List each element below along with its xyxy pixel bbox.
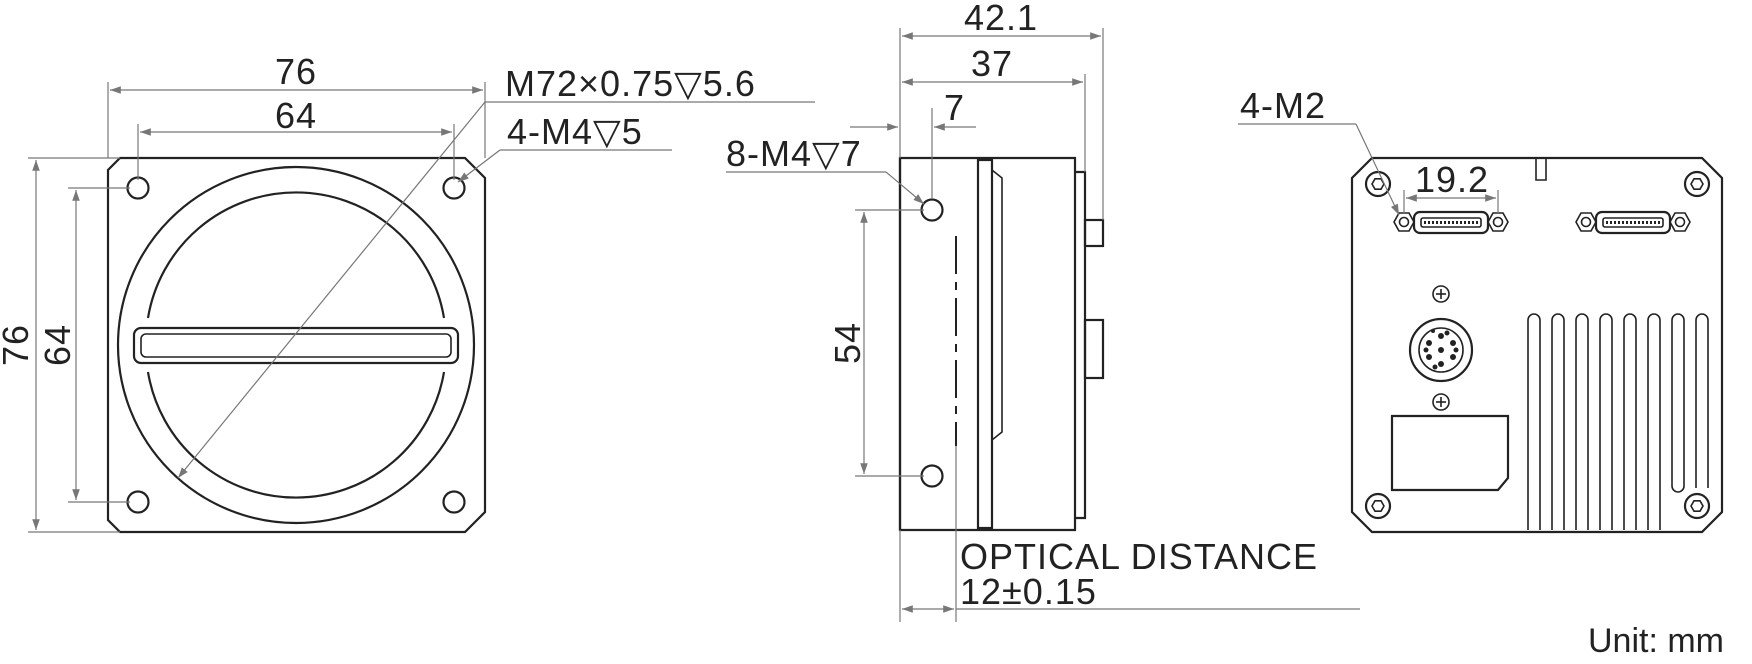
rear-cross-screw-top [1432, 285, 1450, 303]
mount-hole-top-left [126, 176, 150, 200]
optical-distance-title: OPTICAL DISTANCE [960, 536, 1318, 577]
rear-screw-spacing-label: 19.2 [1415, 159, 1489, 200]
connector-screws-leader [1355, 123, 1400, 216]
mount-hole-top-right [442, 176, 466, 200]
unit-note: Unit: mm [1588, 622, 1724, 660]
rear-power-connector [1408, 317, 1474, 383]
rear-label-plate [1390, 414, 1510, 492]
side-hole-lower [920, 464, 944, 488]
side-view: 42.1 37 7 8-M4▽7 54 OPTICAL DISTANCE 12±… [726, 0, 1360, 622]
mount-hole-bottom-right [442, 490, 466, 514]
front-height-76-label: 76 [0, 324, 36, 366]
rear-corner-screw-top-right [1683, 170, 1711, 198]
side-ridge-band [976, 158, 994, 530]
rear-housing-outline [1350, 156, 1724, 534]
mount-holes-callout: 4-M4▽5 [507, 111, 643, 152]
mount-hole-bottom-left [126, 490, 150, 514]
optical-distance-value: 12±0.15 [960, 571, 1097, 612]
front-width-76-label: 76 [275, 51, 317, 92]
side-offset-7-label: 7 [944, 87, 965, 128]
rear-corner-screw-bottom-left [1364, 492, 1392, 520]
front-height-64-label: 64 [37, 324, 78, 366]
rear-corner-screw-top-left [1364, 170, 1392, 198]
rear-view: 4-M2 19.2 [1238, 85, 1724, 534]
rear-corner-screw-bottom-right [1683, 492, 1711, 520]
side-hole-upper [920, 198, 944, 222]
rear-data-connector-right [1575, 210, 1691, 235]
lens-mount-inner-ring-top [146, 191, 446, 319]
connector-screws-callout: 4-M2 [1240, 85, 1326, 126]
side-housing-outline [898, 156, 1077, 532]
side-holes-callout: 8-M4▽7 [726, 133, 862, 174]
rear-cross-screw-bottom [1432, 393, 1450, 411]
side-holes-leader [885, 171, 925, 205]
rear-top-notch [1535, 158, 1547, 181]
front-housing-outline [106, 156, 487, 534]
front-width-64-label: 64 [275, 95, 317, 136]
rear-data-connector-left [1393, 210, 1509, 235]
side-connector-upper [1083, 218, 1105, 248]
lens-mount-callout: M72×0.75▽5.6 [505, 63, 756, 104]
lens-cover-slot-outer [132, 326, 460, 365]
lens-mount-outer-ring [116, 165, 476, 525]
side-length-42-1-label: 42.1 [964, 0, 1038, 38]
lens-cover-slot-inner [140, 333, 452, 358]
side-connector-lower [1083, 318, 1105, 380]
side-rear-step [1075, 170, 1087, 520]
side-body-37-label: 37 [971, 43, 1013, 84]
front-view: 76 64 76 64 M72×0.75▽5.6 4-M4▽5 [0, 51, 815, 534]
rear-heatsink-fins [1527, 313, 1709, 530]
side-hole-spacing-54-label: 54 [827, 322, 868, 364]
lens-mount-inner-ring-bottom [146, 371, 446, 499]
mount-holes-leader [457, 149, 501, 183]
lens-mount-leader [177, 101, 486, 479]
